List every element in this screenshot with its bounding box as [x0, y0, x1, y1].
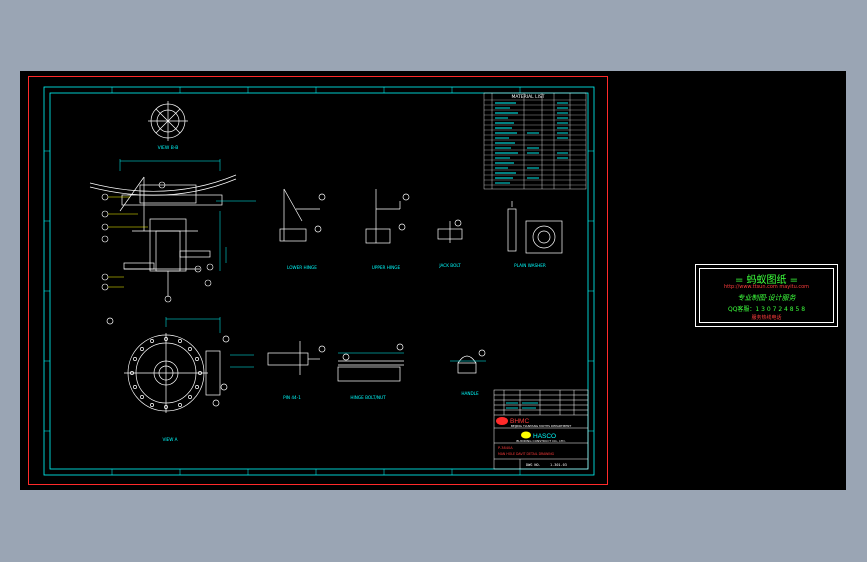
jack-bolt-view [437, 219, 463, 243]
sheet-boundary [28, 76, 608, 485]
stamp-inner-frame: = 蚂蚁图纸 = http://www.ttsun.com mayitu.com… [699, 268, 834, 323]
material-list-title: MATERIAL LIST [511, 94, 544, 100]
hinge-bolt-label: HINGE BOLT/NUT [350, 395, 386, 400]
section-view-label: VIEW B-B [158, 145, 179, 151]
stamp-title: = 蚂蚁图纸 = [734, 275, 799, 286]
upper-hinge-view [365, 189, 410, 244]
plain-washer-label: PLAIN WASHER [514, 263, 546, 268]
section-view-bb [148, 101, 188, 141]
stamp-subtitle: 专业制图·设计服务 [737, 294, 796, 302]
company2-name: HASCO [533, 433, 556, 440]
upper-hinge-label: UPPER HINGE [372, 265, 401, 270]
company2-subtitle: BUDIDING CONSTRUCT CO., LTD. [516, 439, 565, 443]
stamp-url: http://www.ttsun.com mayitu.com [723, 284, 810, 290]
lower-hinge-view [279, 188, 326, 242]
handle-view [450, 349, 486, 374]
plan-view-a [106, 317, 230, 413]
pin-view [267, 341, 326, 375]
hasco-logo [521, 431, 531, 439]
callout-balloons-left [101, 181, 214, 303]
watermark-stamp: = 蚂蚁图纸 = http://www.ttsun.com mayitu.com… [695, 264, 838, 327]
drawing-frame [43, 86, 595, 476]
handle-label: HANDLE [461, 391, 479, 396]
hinge-bolt-view [337, 343, 404, 382]
drawing-number-label: DWG NO. [526, 463, 541, 467]
main-elevation-view [89, 174, 237, 297]
title-block: BHMC BEIJING TIANTANG MOTHS DEPARTMENT H… [493, 389, 589, 470]
stamp-qq: QQ客服：1 3 0 7 2 4 8 5 8 [727, 306, 806, 313]
main-elevation-dimensions [119, 159, 256, 271]
bhmc-logo [496, 417, 508, 425]
project-code: P-3840A [498, 446, 513, 450]
drawing-number: 1-301-03 [550, 463, 567, 467]
drawing-canvas[interactable]: MATERIAL LIST [20, 71, 846, 490]
drawing-description: MAN HOLE DAVIT DETAIL DRAWING [498, 452, 555, 456]
jack-bolt-label: JACK BOLT [438, 263, 461, 268]
plan-view-label: VIEW A [162, 437, 177, 442]
stamp-phone: 服务热线电话 [751, 315, 782, 321]
material-list-table: MATERIAL LIST [483, 92, 587, 190]
lower-hinge-label: LOWER HINGE [287, 265, 317, 270]
company1-subtitle: BEIJING TIANTANG MOTHS DEPARTMENT [511, 424, 572, 428]
company1-name: BHMC [510, 418, 529, 425]
plan-view-dimensions [165, 317, 254, 368]
cad-viewport[interactable]: MATERIAL LIST [20, 71, 846, 490]
pin-view-label: PIN 44-1 [283, 395, 301, 400]
plain-washer-view [507, 201, 563, 254]
